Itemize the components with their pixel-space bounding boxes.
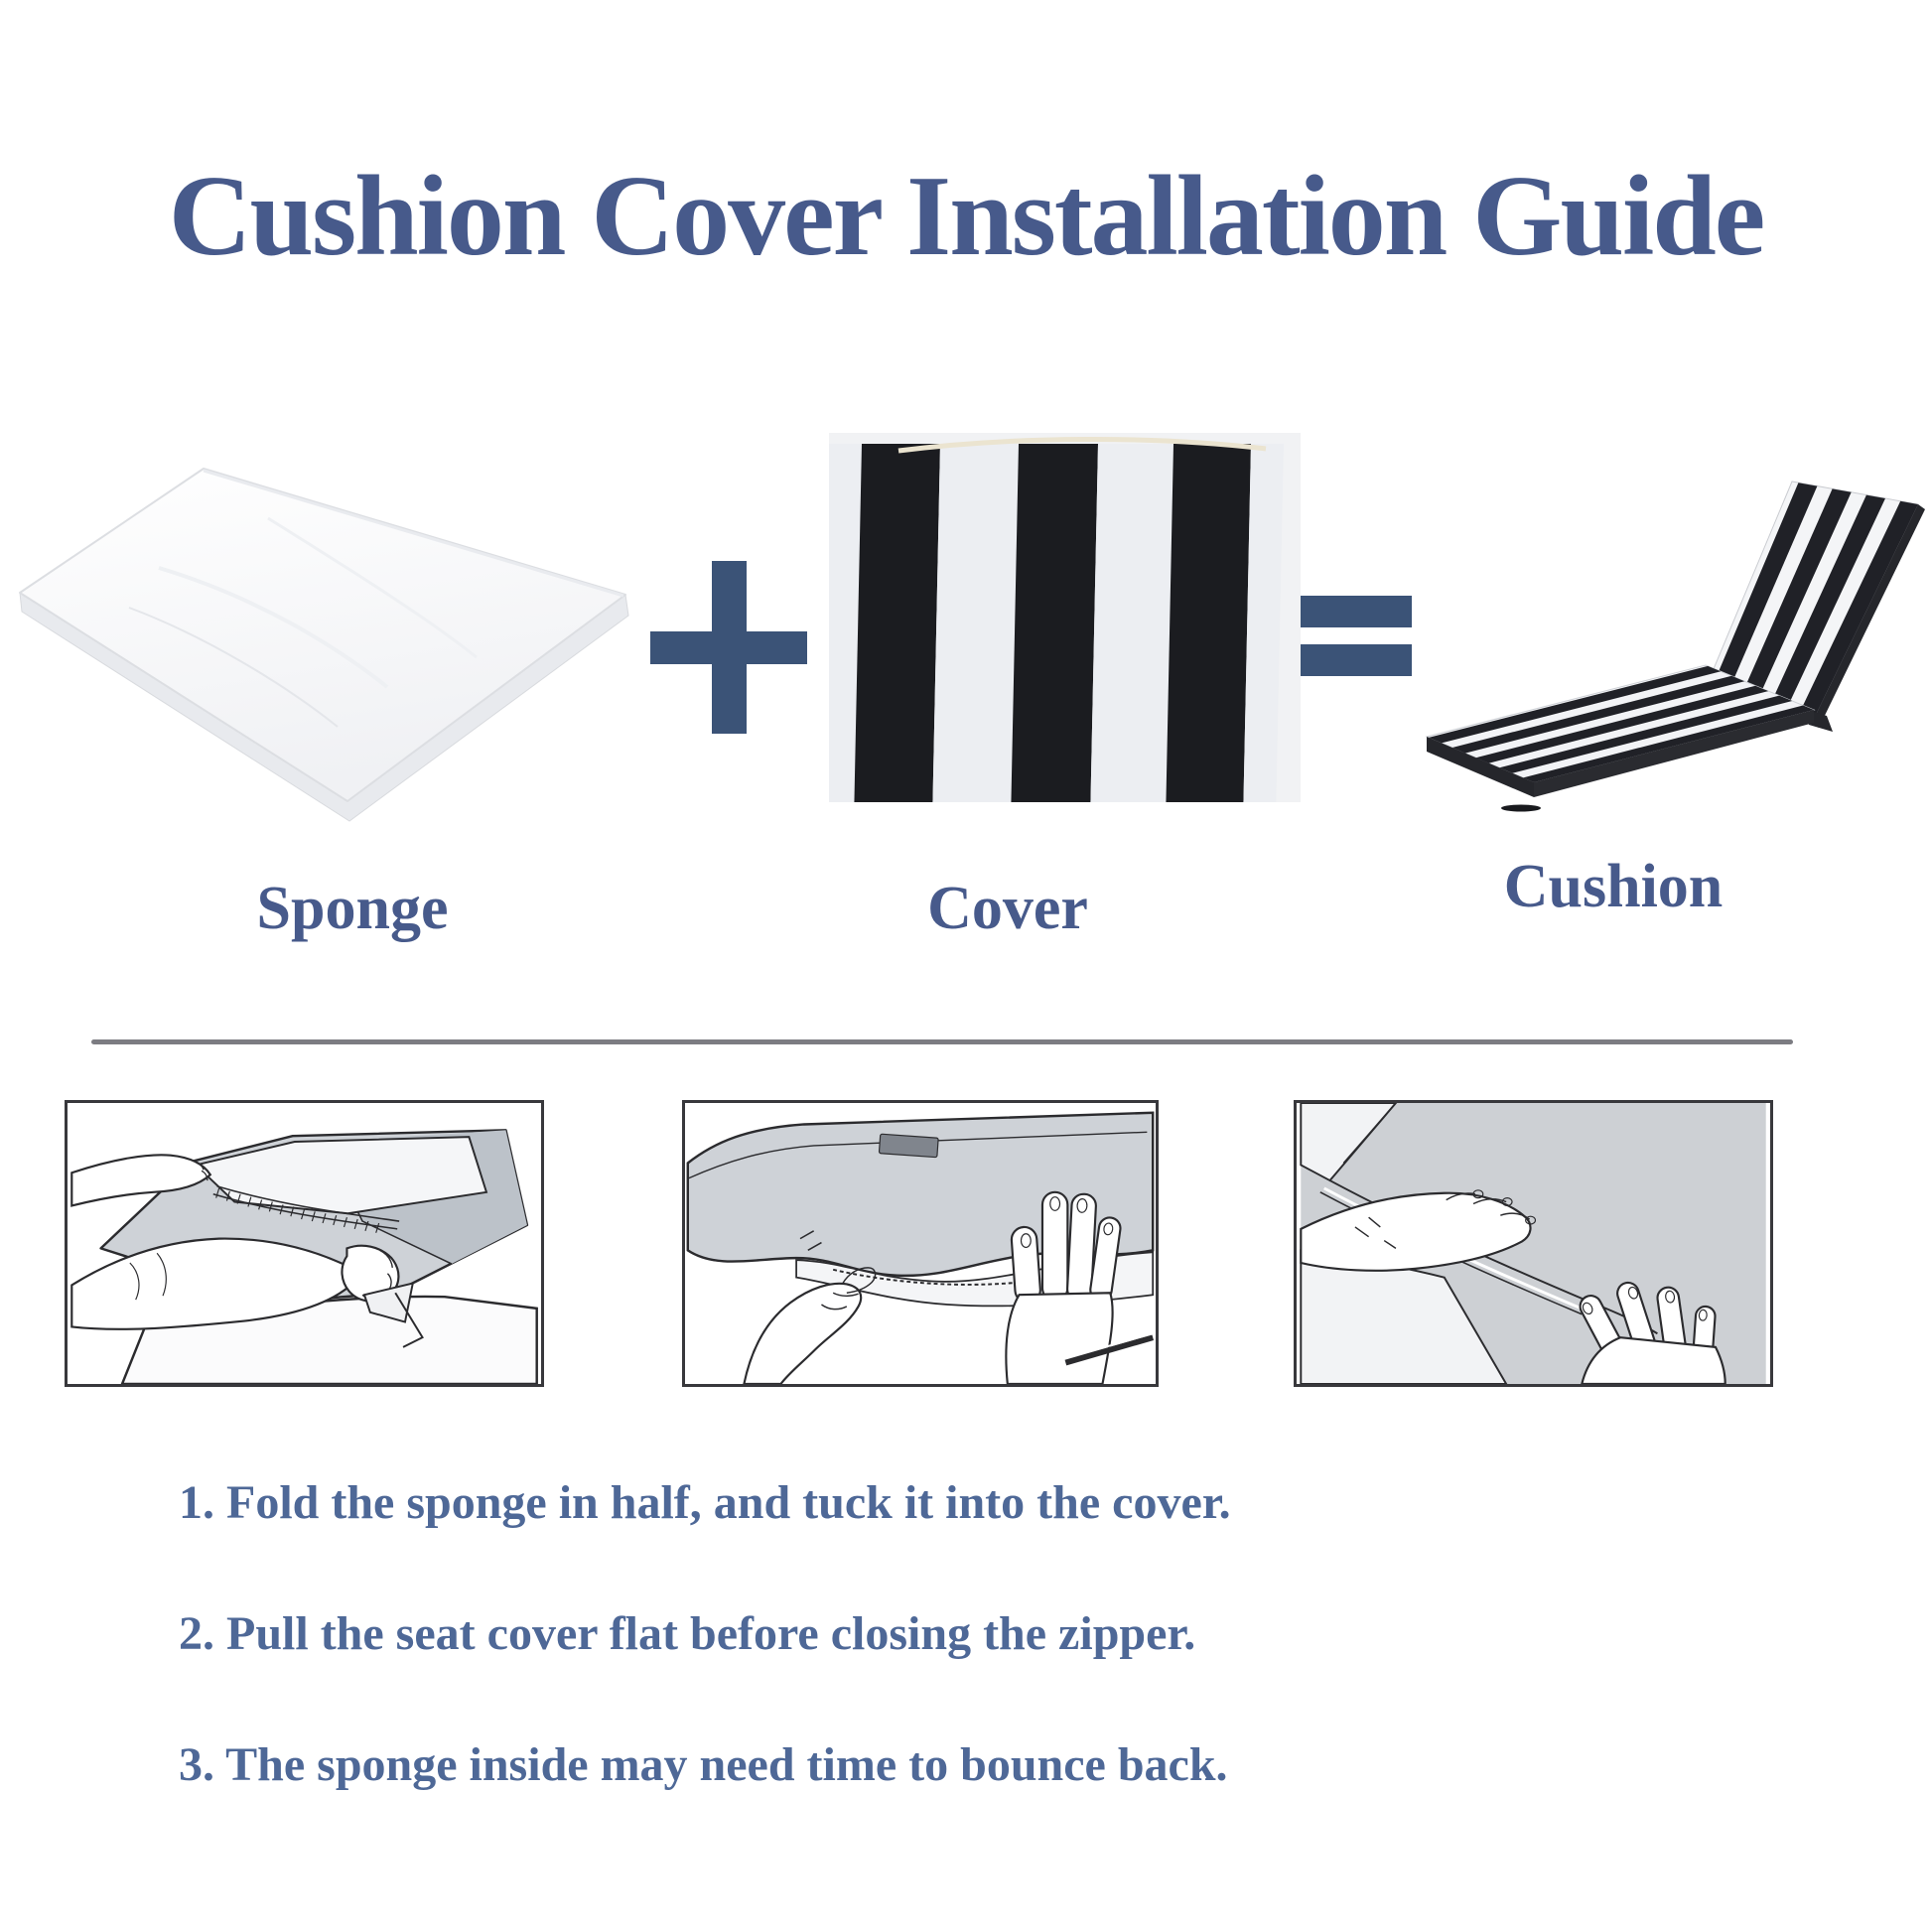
lounge-cushion [1425, 481, 1925, 812]
tuck-sponge-illustration [70, 1103, 538, 1384]
panel-tuck-sponge [65, 1100, 544, 1387]
divider-line [91, 1039, 1793, 1044]
sponge-photo [19, 468, 629, 822]
cushion-edge-arc [897, 437, 1267, 454]
equals-icon [1301, 596, 1412, 677]
pressing-hand [1005, 1190, 1122, 1384]
cover-label: Cover [927, 875, 1088, 942]
panel-close-zipper [682, 1100, 1159, 1387]
smoothing-hand [1300, 1189, 1537, 1272]
step-3: 3. The sponge inside may need time to bo… [179, 1738, 1228, 1791]
sponge-label: Sponge [256, 875, 449, 942]
striped-fabric [829, 444, 1284, 802]
smooth-cover-illustration [1300, 1103, 1766, 1384]
step-2: 2. Pull the seat cover flat before closi… [179, 1607, 1196, 1660]
pinching-hand [743, 1267, 877, 1384]
cushion-photo [1425, 481, 1925, 812]
splayed-hand [1579, 1281, 1726, 1384]
step-1: 1. Fold the sponge in half, and tuck it … [179, 1476, 1231, 1529]
sponge-slab [19, 468, 629, 822]
zipper-track [1064, 1334, 1155, 1366]
care-tag [878, 1133, 939, 1159]
cover-photo [829, 433, 1301, 802]
page-title: Cushion Cover Installation Guide [168, 153, 1766, 280]
close-zipper-illustration [686, 1103, 1155, 1384]
cushion-label: Cushion [1503, 853, 1724, 920]
panel-smooth-cover [1294, 1100, 1773, 1387]
upper-arm [70, 1154, 212, 1207]
plus-icon [650, 561, 807, 734]
